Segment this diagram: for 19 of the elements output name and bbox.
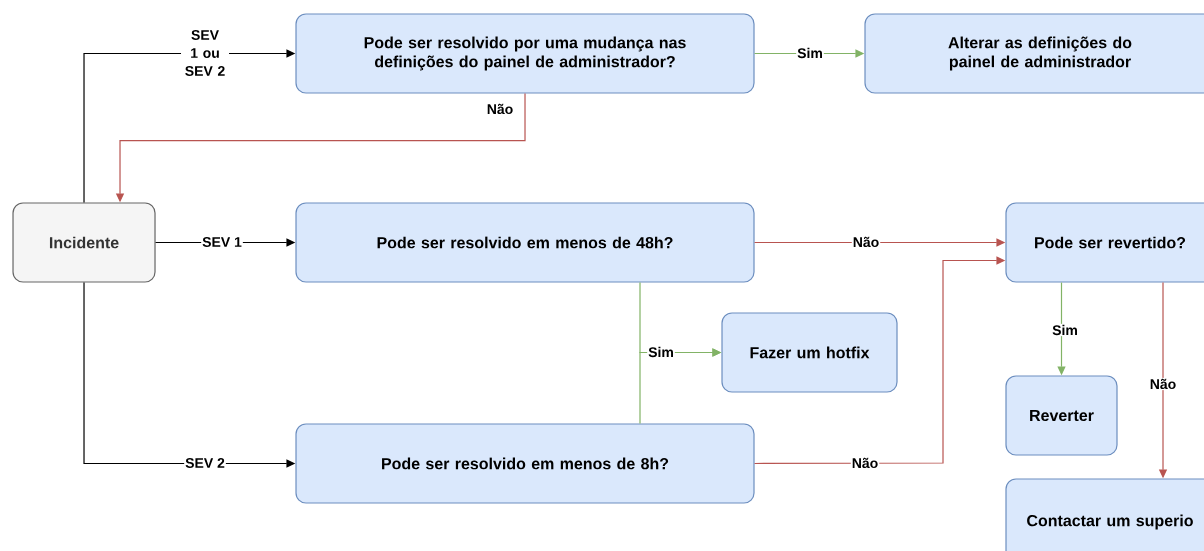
process-box: Alterar as definições do painel de administrador <box>864 13 1204 94</box>
start-box: Incidente <box>12 202 156 283</box>
edge-label: Não <box>851 235 881 249</box>
edge-label: Sim <box>1051 323 1079 337</box>
edge-label: Sim <box>796 46 824 60</box>
process-box: Pode ser resolvido em menos de 8h? <box>295 423 755 504</box>
process-box: Fazer um hotfix <box>721 312 898 393</box>
edge-label: Não <box>1148 377 1178 391</box>
process-box: Pode ser revertido? <box>1005 202 1204 283</box>
edge-label: SEV 1 <box>201 236 243 248</box>
process-box: Pode ser resolvido por uma mudança nas definições do painel de administrador? <box>295 13 755 94</box>
edge-label: Não <box>850 456 880 470</box>
edge-label: Sim <box>647 345 675 359</box>
edge-label: SEV 2 <box>184 457 226 469</box>
process-box: Pode ser resolvido em menos de 48h? <box>295 202 755 283</box>
process-box: Reverter <box>1005 375 1118 456</box>
process-box: Contactar um superio <box>1005 478 1204 551</box>
edge-label: SEV 1 ou SEV 2 <box>181 29 229 77</box>
edge-label: Não <box>487 103 513 115</box>
